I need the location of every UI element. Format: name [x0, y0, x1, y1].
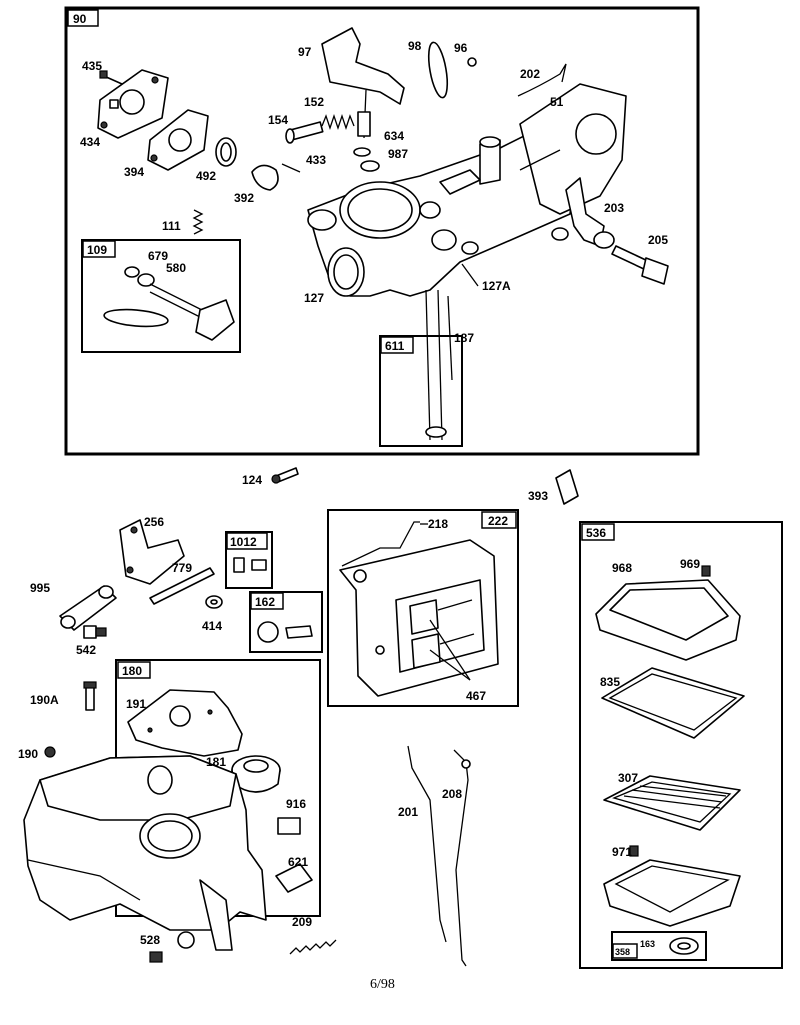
label-492: 492: [196, 169, 216, 183]
label-969: 969: [680, 557, 700, 571]
label-542: 542: [76, 643, 96, 657]
plate-995: [59, 585, 117, 631]
label-96: 96: [454, 41, 468, 55]
label-621: 621: [288, 855, 308, 869]
carburetor-group: 90: [64, 6, 700, 456]
label-435: 435: [82, 59, 102, 73]
page-number: 6/98: [370, 977, 395, 992]
label-580: 580: [166, 261, 186, 275]
label-987: 987: [388, 147, 408, 161]
label-191: 191: [126, 697, 146, 711]
rods: [407, 745, 471, 967]
label-209: 209: [292, 915, 312, 929]
base-group: 358 163: [611, 931, 707, 961]
label-634: 634: [384, 129, 404, 143]
label-414: 414: [202, 619, 222, 633]
label-256: 256: [144, 515, 164, 529]
carburetor-body: [307, 83, 627, 297]
label-205: 205: [648, 233, 668, 247]
label-394: 394: [124, 165, 144, 179]
box-label-choke: 109: [87, 243, 107, 257]
label-208: 208: [442, 787, 462, 801]
box-label-carb: 90: [73, 12, 87, 26]
label-201: 201: [398, 805, 418, 819]
label-779: 779: [172, 561, 192, 575]
label-181: 181: [206, 755, 226, 769]
gasket-434: [97, 69, 169, 139]
plate-group: 222: [327, 509, 519, 707]
label-202: 202: [520, 67, 540, 81]
label-835: 835: [600, 675, 620, 689]
tank-group: 180: [115, 659, 321, 917]
bolt-group: 162: [249, 591, 323, 653]
box-label-plate: 222: [488, 514, 508, 528]
label-111: 111: [162, 219, 181, 233]
label-916: 916: [286, 797, 306, 811]
label-187: 187: [454, 331, 474, 345]
screw-154: [285, 121, 324, 144]
label-152: 152: [304, 95, 324, 109]
label-98: 98: [408, 39, 422, 53]
label-127: 127: [304, 291, 324, 305]
lever-203: [551, 177, 615, 249]
label-163: 163: [640, 939, 655, 949]
box-label-bolt: 162: [255, 595, 275, 609]
screw-124: [271, 467, 299, 484]
label-51: 51: [550, 95, 564, 109]
bracket-97: [321, 27, 405, 139]
label-679: 679: [148, 249, 168, 263]
label-995: 995: [30, 581, 50, 595]
label-968: 968: [612, 561, 632, 575]
fuel-tank: [23, 755, 267, 951]
label-307: 307: [618, 771, 638, 785]
label-97: 97: [298, 45, 312, 59]
tube-group: 611: [379, 335, 463, 447]
box-label-tube: 611: [385, 339, 405, 353]
gasket-394: [147, 109, 209, 171]
label-393: 393: [528, 489, 548, 503]
label-127a: 127A: [482, 279, 511, 293]
link-group: 1012: [225, 531, 273, 589]
label-433: 433: [306, 153, 326, 167]
label-528: 528: [140, 933, 160, 947]
label-434: 434: [80, 135, 100, 149]
box-label-base: 358: [615, 947, 630, 957]
label-124: 124: [242, 473, 262, 487]
box-label-tank: 180: [122, 664, 142, 678]
label-218: 218: [428, 517, 448, 531]
label-190a: 190A: [30, 693, 59, 707]
label-154: 154: [268, 113, 288, 127]
filter-group: 536: [579, 521, 783, 969]
label-467: 467: [466, 689, 486, 703]
choke-group: 109: [81, 239, 241, 353]
box-label-filter: 536: [586, 526, 606, 540]
screw-205: [611, 245, 669, 285]
label-203: 203: [604, 201, 624, 215]
label-190: 190: [18, 747, 38, 761]
label-971: 971: [612, 845, 632, 859]
box-label-link: 1012: [230, 535, 257, 549]
label-392: 392: [234, 191, 254, 205]
bracket-256: [119, 519, 185, 585]
